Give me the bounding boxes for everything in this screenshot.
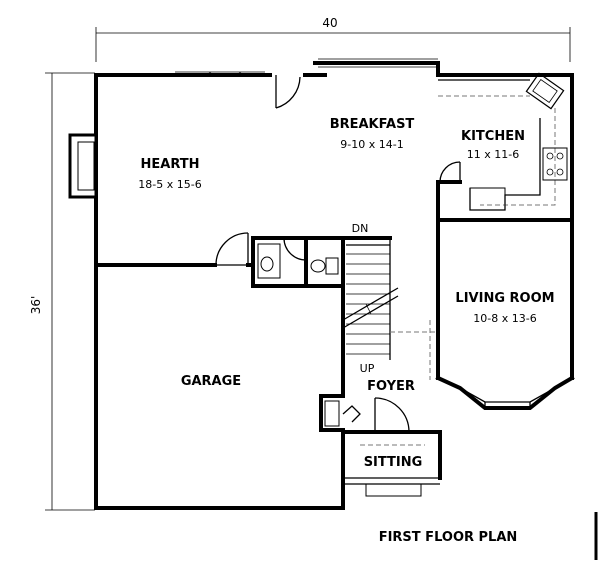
room-label-living-room: LIVING ROOM (455, 291, 554, 306)
front-door (374, 397, 410, 433)
room-size-kitchen: 11 x 11-6 (467, 148, 519, 161)
room-size-breakfast: 9-10 x 14-1 (340, 138, 403, 151)
rear-door (275, 75, 301, 109)
stove (542, 147, 568, 181)
half-bath (257, 243, 339, 279)
exterior-walls (94, 61, 574, 510)
sitting-porch (343, 444, 440, 497)
pantry-door (439, 161, 461, 183)
bath-door (283, 237, 307, 261)
depth-dimension: 36' (29, 296, 43, 315)
kitchen-sink (525, 72, 565, 110)
bay-window (435, 375, 575, 410)
fireplace (68, 133, 98, 199)
width-dimension-line: 40 (95, 16, 571, 62)
garage-door (215, 232, 249, 266)
room-label-foyer: FOYER (367, 379, 415, 394)
stair-down-label: DN (352, 222, 369, 235)
width-dimension: 40 (322, 16, 337, 30)
room-label-kitchen: KITCHEN (461, 129, 525, 144)
room-size-living-room: 10-8 x 13-6 (473, 312, 536, 325)
staircase: DN UP (342, 222, 399, 375)
plan-title: FIRST FLOOR PLAN (379, 530, 518, 545)
room-label-breakfast: BREAKFAST (330, 117, 415, 132)
depth-dimension-line: 36' (29, 72, 95, 511)
room-label-garage: GARAGE (181, 374, 241, 389)
room-label-sitting: SITTING (364, 455, 423, 470)
coat-closet (324, 400, 361, 427)
kitchen-counters (438, 72, 568, 211)
breakfast-windows (175, 58, 438, 76)
interior-walls (94, 180, 574, 432)
stair-up-label: UP (360, 362, 375, 375)
room-label-hearth: HEARTH (141, 157, 200, 172)
room-size-hearth: 18-5 x 15-6 (138, 178, 201, 191)
